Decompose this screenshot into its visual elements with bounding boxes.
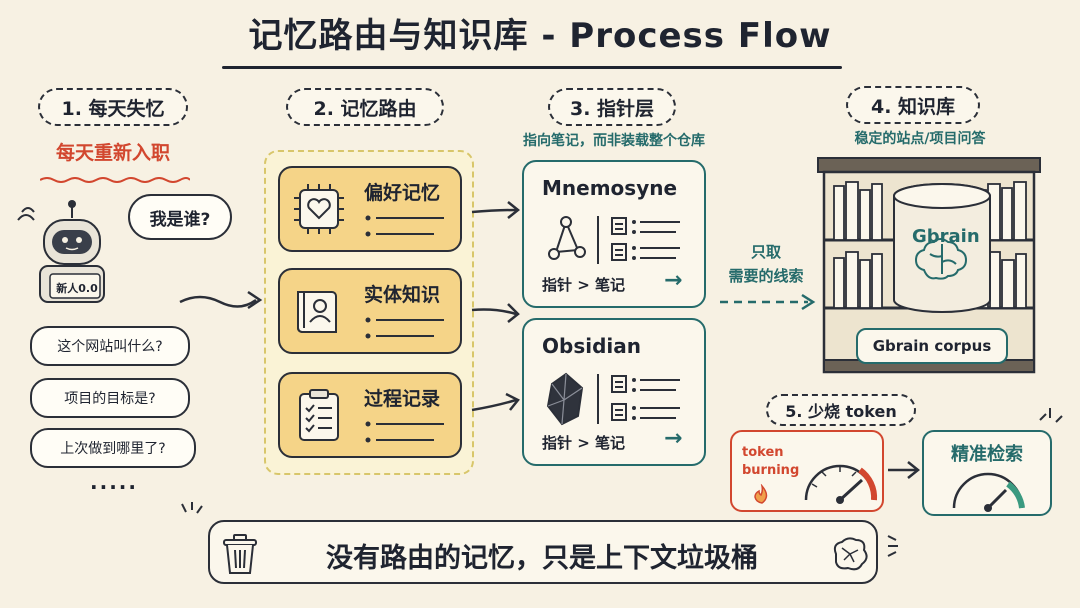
- arrow-right-icon: →: [664, 426, 683, 451]
- memory-card-process: 过程记录: [278, 372, 462, 458]
- question-bubble-3: 上次做到哪里了?: [30, 428, 196, 468]
- memory-card-label: 偏好记忆: [364, 182, 441, 204]
- question-bubble-2: 项目的目标是?: [30, 378, 190, 418]
- pointer-card-name: Obsidian: [542, 334, 641, 358]
- bottom-banner: [208, 520, 878, 584]
- memory-card-entity: 实体知识: [278, 268, 462, 354]
- pointer-card-name: Mnemosyne: [542, 176, 678, 200]
- router-arrows: [471, 201, 521, 412]
- step-4-subtitle: 稳定的站点/项目问答: [854, 131, 986, 147]
- text-lines-icon: [365, 421, 444, 443]
- step-1-highlight: 每天重新入职: [55, 142, 170, 164]
- wavy-underline: [40, 177, 190, 183]
- clipboard-checklist-icon: [299, 389, 339, 441]
- robot-badge: 新人0.0: [56, 282, 98, 295]
- book-person-icon: [297, 291, 337, 333]
- step-1-label: 1. 每天失忆: [38, 88, 188, 126]
- title-underline: [222, 66, 842, 69]
- memory-card-preference: 偏好记忆: [278, 166, 462, 252]
- question-bubble-1: 这个网站叫什么?: [30, 326, 190, 366]
- transfer-label: 只取 需要的线索: [718, 240, 814, 288]
- burning-line-2: burning: [742, 463, 800, 478]
- brain-icon: [914, 238, 968, 280]
- step-2-label: 2. 记忆路由: [286, 88, 444, 126]
- bottom-message: 没有路由的记忆，只是上下文垃圾桶: [326, 543, 758, 574]
- transfer-line-1: 只取: [750, 243, 781, 261]
- text-lines-icon: [365, 317, 444, 339]
- text-lines-icon: [365, 215, 444, 237]
- transfer-line-2: 需要的线索: [728, 267, 804, 285]
- flame-icon: [754, 484, 768, 504]
- precise-retrieval-card: 精准检索: [922, 430, 1052, 516]
- thought-bubble: 我是谁?: [128, 194, 232, 240]
- gauge-low-icon: [952, 472, 1025, 512]
- arrow-to-result: [888, 461, 921, 479]
- sparkle-icon: [1039, 408, 1063, 423]
- pointer-card-footer: 指针 > 笔记: [542, 434, 626, 452]
- memory-card-label: 过程记录: [364, 388, 441, 410]
- step-5-label: 5. 少烧 token: [766, 394, 916, 426]
- pointer-card-mnemosyne: Mnemosyne 指针 > 笔记 →: [522, 160, 706, 308]
- crystal-icon: [546, 372, 680, 426]
- pointer-card-obsidian: Obsidian 指针 > 笔记 →: [522, 318, 706, 466]
- token-burning-card: token burning: [730, 430, 884, 512]
- step-4-label: 4. 知识库: [846, 86, 980, 124]
- burning-label: token burning: [742, 444, 799, 480]
- trash-can-icon: [223, 534, 257, 574]
- crumpled-paper-icon: [833, 537, 868, 571]
- chip-heart-icon: [294, 184, 344, 234]
- gauge-high-icon: [804, 464, 878, 504]
- precise-retrieval-label: 精准检索: [951, 444, 1023, 465]
- arrow-to-router: [179, 290, 263, 310]
- gbrain-corpus-label: Gbrain corpus: [856, 328, 1008, 364]
- memory-card-label: 实体知识: [364, 284, 441, 306]
- step-3-label: 3. 指针层: [548, 88, 676, 126]
- pointer-card-footer: 指针 > 笔记: [542, 276, 626, 294]
- arrow-right-icon: →: [664, 268, 683, 293]
- sparkle-icon: [181, 502, 203, 514]
- robot-icon: [17, 200, 105, 303]
- ellipsis: .....: [90, 470, 138, 494]
- page-title: 记忆路由与知识库 - Process Flow: [248, 16, 832, 56]
- graph-nodes-icon: [548, 216, 680, 264]
- sparkle-icon: [887, 535, 898, 557]
- step-3-subtitle: 指向笔记，而非装载整个仓库: [523, 133, 705, 149]
- burning-line-1: token: [742, 445, 784, 460]
- gbrain-label: Gbrain: [912, 226, 980, 247]
- dashed-arrow: [720, 293, 816, 311]
